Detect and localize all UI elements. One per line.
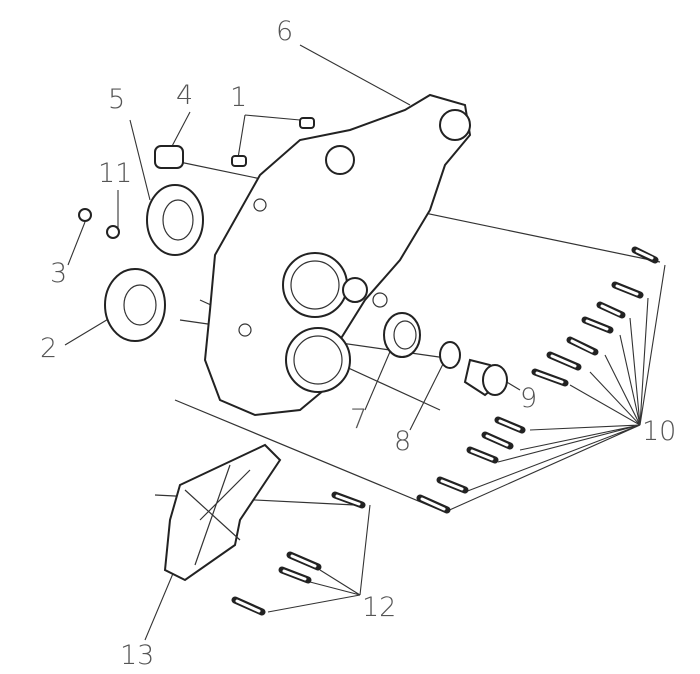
o-ring-8	[439, 341, 461, 369]
gearbox-cover-housing	[203, 93, 472, 417]
parts	[78, 117, 508, 582]
needle-bearing	[154, 145, 184, 169]
callout-8: 8	[394, 426, 412, 457]
screw-3	[78, 208, 92, 222]
callout-10: 10	[642, 416, 677, 447]
washer-11	[106, 225, 120, 239]
callout-3: 3	[50, 258, 68, 289]
dowel-pin	[231, 155, 247, 167]
callout-9: 9	[520, 383, 538, 414]
callout-13: 13	[120, 640, 155, 671]
callout-4: 4	[176, 80, 194, 111]
callout-5: 5	[108, 84, 126, 115]
callout-7: 7	[350, 404, 368, 435]
callout-12: 12	[362, 592, 397, 623]
bearing-2	[104, 268, 166, 342]
callout-11: 11	[98, 158, 133, 189]
oil-seal-7	[383, 312, 421, 358]
bolts	[231, 246, 659, 616]
callout-1: 1	[230, 82, 248, 113]
callout-6: 6	[276, 16, 294, 47]
bearing-5	[146, 184, 204, 256]
bracket-13	[163, 443, 282, 582]
callout-2: 2	[40, 333, 58, 364]
dowel-pin	[299, 117, 315, 129]
